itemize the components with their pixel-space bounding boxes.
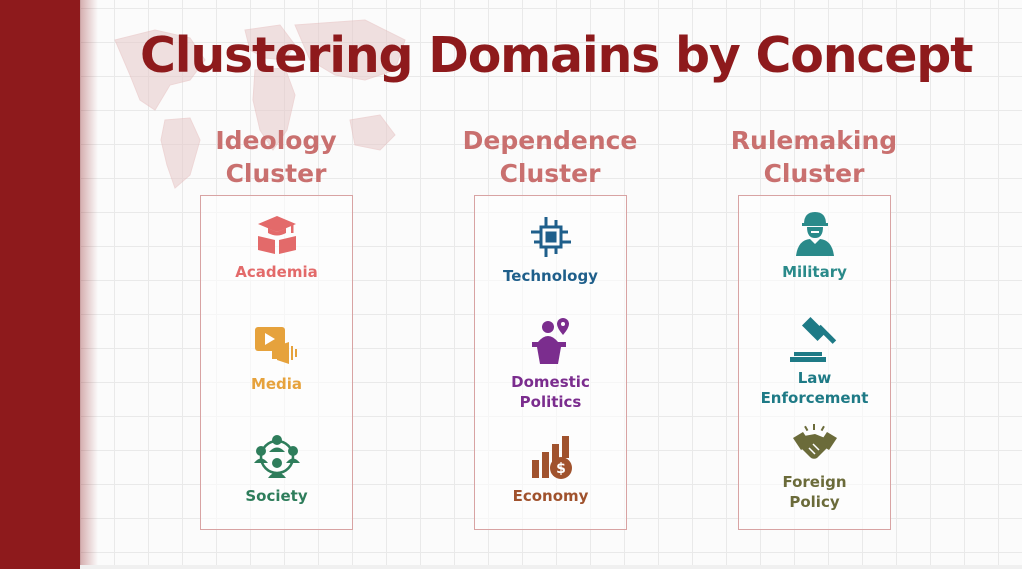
domestic-politics-label-line2: Politics	[519, 393, 582, 411]
chip-icon	[530, 217, 571, 257]
world-map-icon	[114, 19, 406, 189]
ideology-cluster-heading: Ideology Cluster	[156, 124, 396, 190]
law-enforcement-label: Law Enforcement	[739, 368, 890, 408]
ideology-heading-line2: Cluster	[225, 159, 327, 188]
domain-item-law-enforcement: Law Enforcement	[739, 316, 890, 408]
handshake-icon	[792, 424, 837, 459]
rulemaking-heading-line2: Cluster	[763, 159, 865, 188]
domain-item-media: Media	[201, 324, 352, 394]
people-network-icon	[253, 435, 300, 478]
academia-label: Academia	[235, 263, 318, 281]
law-enforcement-label-line1: Law	[797, 369, 832, 387]
domain-item-military: Military	[739, 210, 890, 282]
graduation-book-icon	[257, 216, 296, 254]
dependence-cluster-box: Technology Domestic Politics	[474, 195, 627, 530]
rulemaking-heading-line1: Rulemaking	[730, 126, 898, 155]
dependence-heading-line1: Dependence	[462, 126, 638, 155]
law-enforcement-label-line2: Enforcement	[760, 389, 869, 407]
left-accent-band	[0, 0, 98, 569]
domain-item-technology: Technology	[475, 214, 626, 286]
soldier-icon	[795, 212, 834, 256]
media-label: Media	[250, 375, 303, 393]
svg-text:$: $	[556, 461, 566, 477]
society-label: Society	[245, 487, 308, 505]
growth-coin-icon: $	[531, 436, 572, 479]
domain-item-society: Society	[201, 434, 352, 506]
rulemaking-cluster-heading: Rulemaking Cluster	[694, 124, 934, 190]
ideology-cluster-box: Academia Media	[200, 195, 353, 530]
domain-item-foreign-policy: Foreign Policy	[739, 424, 890, 512]
domestic-politics-label-line1: Domestic	[511, 373, 590, 391]
domain-item-economy: $ Economy	[475, 434, 626, 506]
foreign-policy-label-line1: Foreign	[782, 473, 847, 491]
dependence-cluster-heading: Dependence Cluster	[430, 124, 670, 190]
slide-title: Clustering Domains by Concept	[140, 27, 974, 84]
domestic-politics-label: Domestic Politics	[475, 372, 626, 412]
media-megaphone-icon	[254, 327, 297, 364]
podium-speaker-icon	[531, 318, 569, 364]
gavel-icon	[789, 316, 836, 362]
foreign-policy-label: Foreign Policy	[739, 472, 890, 512]
domain-item-academia: Academia	[201, 214, 352, 282]
military-label: Military	[782, 263, 847, 281]
dependence-heading-line2: Cluster	[499, 159, 601, 188]
bottom-edge-strip	[80, 565, 1022, 569]
rulemaking-cluster-box: Military Law Enforcement	[738, 195, 891, 530]
ideology-heading-line1: Ideology	[215, 126, 337, 155]
technology-label: Technology	[503, 267, 598, 285]
domain-item-domestic-politics: Domestic Politics	[475, 316, 626, 412]
foreign-policy-label-line2: Policy	[789, 493, 840, 511]
economy-label: Economy	[512, 487, 589, 505]
